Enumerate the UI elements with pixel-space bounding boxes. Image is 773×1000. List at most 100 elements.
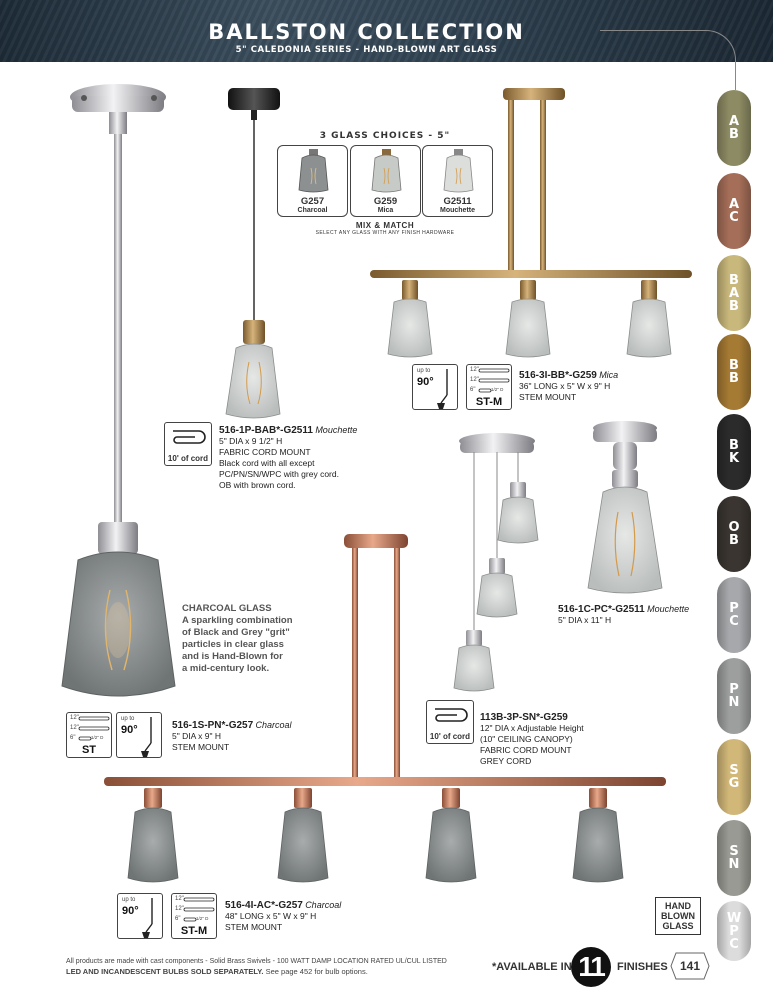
product-spec: STEM MOUNT [519,392,577,402]
cord-coil-icon [435,708,468,722]
stem-label: 6" [175,916,181,922]
finish-tab-letter: N [728,857,740,872]
product-spec: 36" LONG x 5" W x 9" H [519,381,611,391]
badge-line: BLOWN [661,911,695,921]
finish-tab-letter: S [729,844,739,859]
product-spec: STEM MOUNT [225,922,283,932]
fixture-516-1p [225,88,281,419]
finish-tab-letter: K [728,451,740,466]
cord-length-icon: 10' of cord [164,422,212,466]
glass-choice-charcoal[interactable]: G257 Charcoal [277,145,348,217]
product-113b-3p: 113B-3P-SN*-G259 12" DIA x Adjustable He… [480,712,584,767]
stem-label: 6" [470,387,476,393]
stem-label: 12" [70,715,79,721]
product-glass: Mouchette [647,604,690,614]
swivel-icon [437,369,448,409]
footer-note: All products are made with cast componen… [66,958,447,965]
stem-rods-icon [78,716,110,741]
stem-icon-box-stm: 12" 12" 6" 1/2" D ST-M [171,893,217,939]
mix-match-title: MIX & MATCH [355,221,415,230]
finish-tab-letter: C [729,936,739,952]
fixture-516-1s [61,84,176,697]
cord-coil-icon [173,430,206,444]
stem-label: 12" [70,725,79,731]
product-code: 516-3I-BB*-G259 [519,370,597,381]
glass-choice-mica[interactable]: G259 Mica [350,145,421,217]
glass-choice-mouchette[interactable]: G2511 Mouchette [422,145,493,217]
stem-type-label: ST [81,744,97,756]
stem-rods-icon [478,368,510,393]
cord-length-label: 10' of cord [167,454,209,463]
product-code: 516-4I-AC*-G257 [225,900,303,911]
tab-rail-line [600,30,736,90]
finish-tab-letter: B [729,272,739,288]
finish-tab-letter: O [728,520,740,535]
product-glass: Mica [599,370,619,380]
stem-label: 12" [175,896,184,902]
product-glass: Charcoal [305,900,342,910]
finish-tab-letter: N [728,695,740,710]
swivel-degree-label: 90° [122,905,139,917]
mouchette-glass-icon [443,149,474,193]
note-line: A sparkling combination [182,615,293,626]
finish-tab-letter: A [728,197,740,212]
swivel-up-label: up to [122,897,136,903]
finish-tab-letter: P [729,923,739,939]
finish-tab-letter: W [726,910,742,926]
stem-rods-icon [183,897,215,922]
stem-label: 12" [470,377,479,383]
glass-choices-title: 3 GLASS CHOICES - 5" [319,131,451,141]
product-code: 516-1C-PC*-G2511 [558,604,645,615]
product-spec: 5" DIA x 9 1/2" H [219,436,283,446]
swivel-icon-box: up to 90° [117,893,163,939]
page-subtitle: 5" CALEDONIA SERIES - HAND-BLOWN ART GLA… [235,45,498,55]
product-code: 516-1P-BAB*-G2511 [219,425,313,436]
note-line: of Black and Grey "grit" [182,627,290,638]
mix-match-subtitle: SELECT ANY GLASS WITH ANY FINISH HARDWAR… [315,230,455,236]
glass-name: Mouchette [440,207,475,214]
glass-code: G257 [300,196,325,207]
page-number: 141 [679,959,701,973]
product-glass: Mouchette [315,425,358,435]
finish-count-badge: 11 [571,947,611,987]
finish-tab-letter: B [729,533,739,548]
product-516-4i: 516-4I-AC*-G257 Charcoal 48" LONG x 5" W… [225,900,341,933]
finish-tab-letter: B [729,358,739,373]
swivel-icon-box: up to 90° [116,712,162,758]
stem-label: 12" [470,367,479,373]
finish-tab-letter: B [729,371,739,386]
product-spec: 5" DIA x 9" H [172,731,222,741]
product-spec: 48" LONG x 5" W x 9" H [225,911,317,921]
available-label: *AVAILABLE IN [492,961,572,973]
stem-diameter-label: 1/2" D [491,387,504,392]
glass-name: Mica [377,207,394,214]
stem-label: 6" [70,735,76,741]
finish-tab-letter: P [729,682,739,697]
stem-diameter-label: 1/2" D [91,735,104,740]
fixture-516-3i [370,88,692,358]
product-spec: FABRIC CORD MOUNT [219,447,311,457]
product-spec: 5" DIA x 11" H [558,615,612,625]
product-516-1s: 516-1S-PN*-G257 Charcoal 5" DIA x 9" H S… [172,720,292,753]
glass-code: G2511 [443,196,472,207]
stem-type-label: ST-M [475,396,503,408]
finish-tab-letter: A [728,285,740,301]
stem-type-label: ST-M [180,925,208,937]
finish-tab-letter: G [728,776,740,791]
swivel-up-label: up to [121,716,135,722]
finish-tab-letter: C [729,210,739,225]
charcoal-glass-icon [298,149,329,193]
note-line: CHARCOAL GLASS [182,603,272,614]
